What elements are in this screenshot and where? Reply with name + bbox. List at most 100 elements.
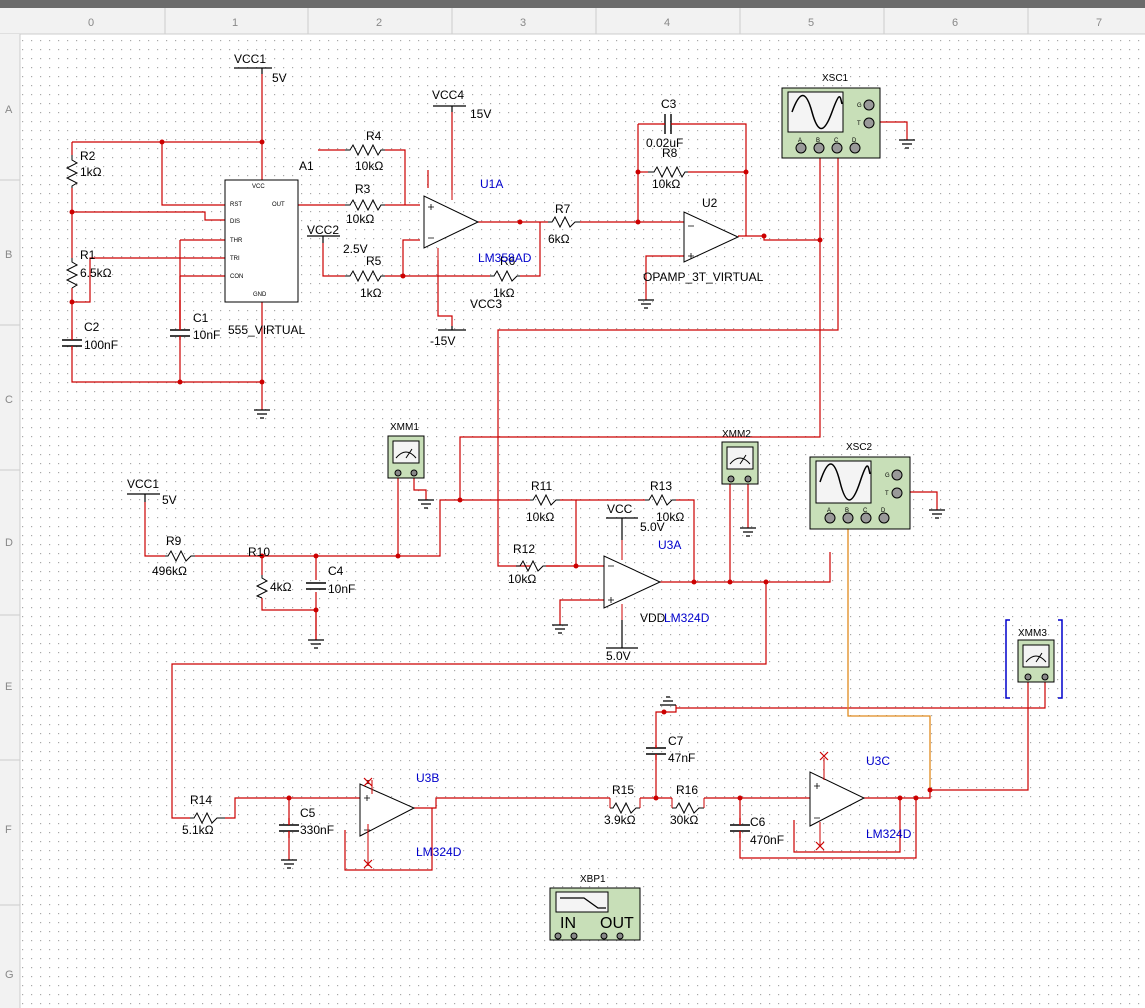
value-c6: 470nF xyxy=(750,833,784,847)
dot-grid xyxy=(22,38,1145,1008)
resistor-r11 xyxy=(530,493,560,507)
multimeter-xmm3[interactable] xyxy=(1005,619,1063,699)
scope1-ch-c: C xyxy=(834,138,839,144)
vcc4-symbol xyxy=(433,105,466,112)
oscilloscope-xsc1[interactable]: G T A B C D xyxy=(781,87,881,159)
opamp-u3c xyxy=(809,771,866,827)
label-vdd: VDD xyxy=(640,611,666,625)
label-c5: C5 xyxy=(300,806,316,820)
oscilloscope-xsc2[interactable]: G T A B C D xyxy=(809,456,911,530)
ground-c5-icon xyxy=(281,859,297,869)
label-u3b: U3B xyxy=(416,771,439,785)
scope1-ch-b: B xyxy=(816,138,820,144)
vcc-symbol xyxy=(606,517,638,540)
window-top-bar xyxy=(0,0,1145,8)
scope1-ch-a: A xyxy=(798,138,802,144)
resistor-r10 xyxy=(255,575,269,599)
orange-wire[interactable] xyxy=(847,527,931,790)
pin-con-label: CON xyxy=(230,274,243,280)
label-r4: R4 xyxy=(366,129,382,143)
label-lm324d-c: LM324D xyxy=(866,827,912,841)
resistor-r9 xyxy=(165,549,195,563)
label-neg-15v: -15V xyxy=(430,334,455,348)
capacitor-c4 xyxy=(306,582,326,590)
left-ruler: A B C D E F G xyxy=(0,34,21,1008)
label-r10: R10 xyxy=(248,545,270,559)
ruler-col-4: 4 xyxy=(664,17,670,29)
label-r9: R9 xyxy=(166,534,182,548)
ground-symbols xyxy=(254,139,945,869)
label-lm324d-a: LM324D xyxy=(664,611,710,625)
scope2-g-label: G xyxy=(885,473,890,479)
scope2-ch-d: D xyxy=(881,508,886,514)
opamps[interactable] xyxy=(359,195,866,837)
vcc3-symbol xyxy=(438,326,466,331)
label-r6: R6 xyxy=(500,254,516,268)
multimeter-xmm1[interactable] xyxy=(387,435,425,479)
meter-needle-icon xyxy=(729,454,751,465)
value-r13: 10kΩ xyxy=(656,510,684,524)
label-xmm3: XMM3 xyxy=(1018,628,1047,639)
label-r12: R12 xyxy=(513,542,535,556)
multimeter-xmm2[interactable] xyxy=(721,441,759,485)
value-r14: 5.1kΩ xyxy=(182,823,214,837)
ruler-row-d: D xyxy=(5,537,13,549)
capacitor-c3 xyxy=(662,114,680,134)
resistor-r6 xyxy=(490,269,520,283)
scope2-ch-b: B xyxy=(845,508,849,514)
resistor-r2 xyxy=(65,155,79,188)
label-r8: R8 xyxy=(662,146,678,160)
value-r5: 1kΩ xyxy=(360,286,382,300)
ground-u2-icon xyxy=(638,299,654,309)
ruler-col-1: 1 xyxy=(232,17,238,29)
label-bp-out: OUT xyxy=(600,915,634,932)
label-vcc1-top: VCC1 xyxy=(234,52,266,66)
resistor-r4 xyxy=(345,143,385,157)
resistor-r5 xyxy=(345,269,385,283)
resistor-r16 xyxy=(672,801,704,815)
scope2-t-label: T xyxy=(885,491,889,497)
resistor-r14 xyxy=(190,811,225,825)
value-c2: 100nF xyxy=(84,338,118,352)
pin-dis-label: DIS xyxy=(230,219,240,225)
capacitors[interactable] xyxy=(62,114,750,838)
opamp-u3a xyxy=(603,555,662,609)
value-r3: 10kΩ xyxy=(346,212,374,226)
meter-needle-icon xyxy=(1025,652,1047,663)
pin-gnd-label: GND xyxy=(253,292,267,298)
label-vcc4: VCC4 xyxy=(432,88,464,102)
value-r7: 6kΩ xyxy=(548,232,570,246)
ruler-row-b: B xyxy=(5,249,12,261)
value-c5: 330nF xyxy=(300,823,334,837)
selection-brackets xyxy=(1005,619,1063,699)
label-lm358ad: LM358AD xyxy=(478,251,532,265)
scope1-g-label: G xyxy=(857,103,862,109)
ic-555-timer[interactable]: VCC RST OUT DIS THR TRI CON GND xyxy=(224,179,299,303)
resistors[interactable] xyxy=(65,143,704,825)
label-xmm2: XMM2 xyxy=(722,429,751,440)
scope2-ch-a: A xyxy=(827,508,831,514)
scope2-ch-c: C xyxy=(863,508,868,514)
ruler-col-6: 6 xyxy=(952,17,958,29)
opamp-u2 xyxy=(683,211,740,263)
label-vcc2: VCC2 xyxy=(307,223,339,237)
ruler-col-0: 0 xyxy=(88,17,94,29)
resistor-r12 xyxy=(516,559,546,573)
ruler-row-e: E xyxy=(5,681,12,693)
label-xsc1: XSC1 xyxy=(822,73,849,84)
component-labels: VCC1 5V VCC4 15V VCC2 2.5V VCC3 -15V A1 … xyxy=(80,52,1047,932)
waveform-icon xyxy=(791,94,843,130)
pin-tri-label: TRI xyxy=(230,256,240,262)
label-xmm1: XMM1 xyxy=(390,422,419,433)
value-r15: 3.9kΩ xyxy=(604,813,636,827)
value-c4: 10nF xyxy=(328,582,355,596)
wires[interactable] xyxy=(71,74,1046,871)
label-c3: C3 xyxy=(661,97,677,111)
label-bp-in: IN xyxy=(560,915,576,932)
bode-plotter-xbp1[interactable] xyxy=(549,887,641,941)
label-r11: R11 xyxy=(531,479,552,493)
label-a1: A1 xyxy=(299,159,314,173)
vdd-symbol xyxy=(606,620,638,649)
bode-curve-icon xyxy=(560,897,606,909)
